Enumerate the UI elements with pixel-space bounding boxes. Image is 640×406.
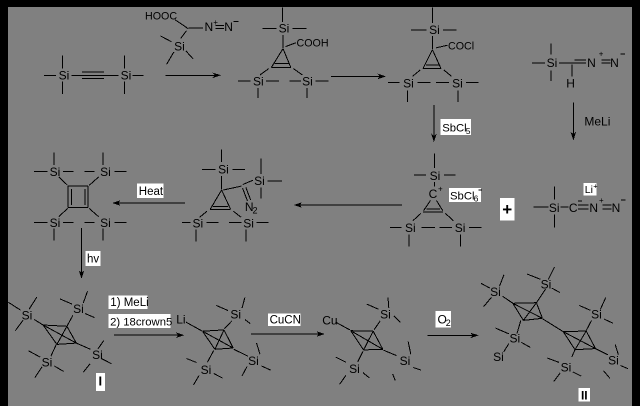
svg-text:5: 5 — [466, 126, 471, 136]
svg-text:Si: Si — [218, 163, 229, 177]
svg-text:Si: Si — [608, 354, 619, 368]
svg-text:O: O — [438, 312, 447, 326]
svg-text:Si: Si — [243, 216, 254, 230]
svg-text:Si: Si — [279, 22, 290, 36]
svg-text:Si: Si — [230, 308, 241, 322]
svg-text:2: 2 — [253, 206, 258, 216]
svg-text:N: N — [612, 201, 621, 215]
svg-text:Si: Si — [100, 216, 111, 230]
svg-text:Si: Si — [400, 354, 411, 368]
svg-text:Si: Si — [549, 201, 560, 215]
svg-text:Si: Si — [403, 77, 414, 91]
svg-text:H: H — [566, 77, 575, 91]
svg-text:Si: Si — [42, 355, 53, 369]
svg-text:6: 6 — [474, 194, 479, 204]
svg-text:Si: Si — [201, 363, 212, 377]
svg-text:I: I — [98, 373, 102, 388]
svg-text:Si: Si — [254, 174, 265, 188]
svg-text:2: 2 — [446, 318, 451, 328]
svg-text:+: + — [593, 182, 598, 191]
svg-text:N: N — [205, 20, 214, 34]
svg-text:Si: Si — [455, 221, 466, 235]
svg-text:+: + — [438, 185, 443, 194]
svg-text:2) 18crown5: 2) 18crown5 — [110, 316, 172, 328]
svg-text:1) MeLi: 1) MeLi — [110, 297, 148, 309]
svg-text:Si: Si — [493, 350, 504, 364]
svg-text:Si: Si — [405, 221, 416, 235]
svg-text:HOOC: HOOC — [145, 11, 177, 23]
svg-text:Si: Si — [174, 40, 185, 54]
svg-text:COCl: COCl — [448, 41, 474, 53]
svg-text:Si: Si — [541, 278, 552, 292]
svg-text:Si: Si — [380, 308, 391, 322]
svg-text:C: C — [569, 201, 578, 215]
svg-text:Cu: Cu — [322, 314, 337, 328]
svg-text:Heat: Heat — [139, 186, 164, 198]
svg-text:Si: Si — [490, 285, 501, 299]
svg-text:+: + — [213, 18, 218, 27]
svg-text:Si: Si — [248, 354, 259, 368]
svg-text:CuCN: CuCN — [270, 315, 301, 327]
svg-text:N: N — [587, 56, 596, 70]
svg-text:Li: Li — [176, 313, 185, 327]
svg-text:Si: Si — [302, 75, 313, 89]
svg-text:+: + — [502, 200, 512, 219]
svg-text:II: II — [581, 389, 588, 403]
svg-text:+: + — [599, 50, 604, 59]
svg-text:Si: Si — [561, 361, 572, 375]
svg-text:Si: Si — [22, 308, 33, 322]
svg-text:Si: Si — [50, 165, 61, 179]
svg-text:N: N — [589, 201, 598, 215]
svg-text:Si: Si — [192, 216, 203, 230]
svg-text:N: N — [224, 20, 233, 34]
svg-text:Si: Si — [92, 348, 103, 362]
svg-text:Li: Li — [585, 184, 593, 196]
svg-text:Si: Si — [591, 307, 602, 321]
svg-text:Si: Si — [547, 56, 558, 70]
svg-text:Si: Si — [59, 69, 70, 83]
svg-text:SbCl: SbCl — [442, 122, 467, 134]
svg-text:hv: hv — [87, 254, 99, 266]
svg-text:Si: Si — [430, 169, 441, 183]
svg-text:Si: Si — [73, 302, 84, 316]
svg-text:N: N — [610, 56, 619, 70]
svg-text:+: + — [599, 196, 604, 205]
svg-text:COOH: COOH — [297, 37, 329, 49]
svg-text:MeLi: MeLi — [584, 114, 610, 128]
svg-text:Si: Si — [121, 69, 132, 83]
svg-text:C: C — [429, 187, 438, 201]
svg-text:Si: Si — [349, 362, 360, 376]
svg-text:Si: Si — [50, 216, 61, 230]
svg-text:Si: Si — [100, 165, 111, 179]
svg-text:N: N — [245, 200, 254, 214]
svg-text:Si: Si — [509, 331, 520, 345]
svg-text:SbCl: SbCl — [450, 190, 475, 202]
svg-text:Si: Si — [253, 75, 264, 89]
svg-text:Si: Si — [452, 77, 463, 91]
svg-text:Si: Si — [429, 23, 440, 37]
